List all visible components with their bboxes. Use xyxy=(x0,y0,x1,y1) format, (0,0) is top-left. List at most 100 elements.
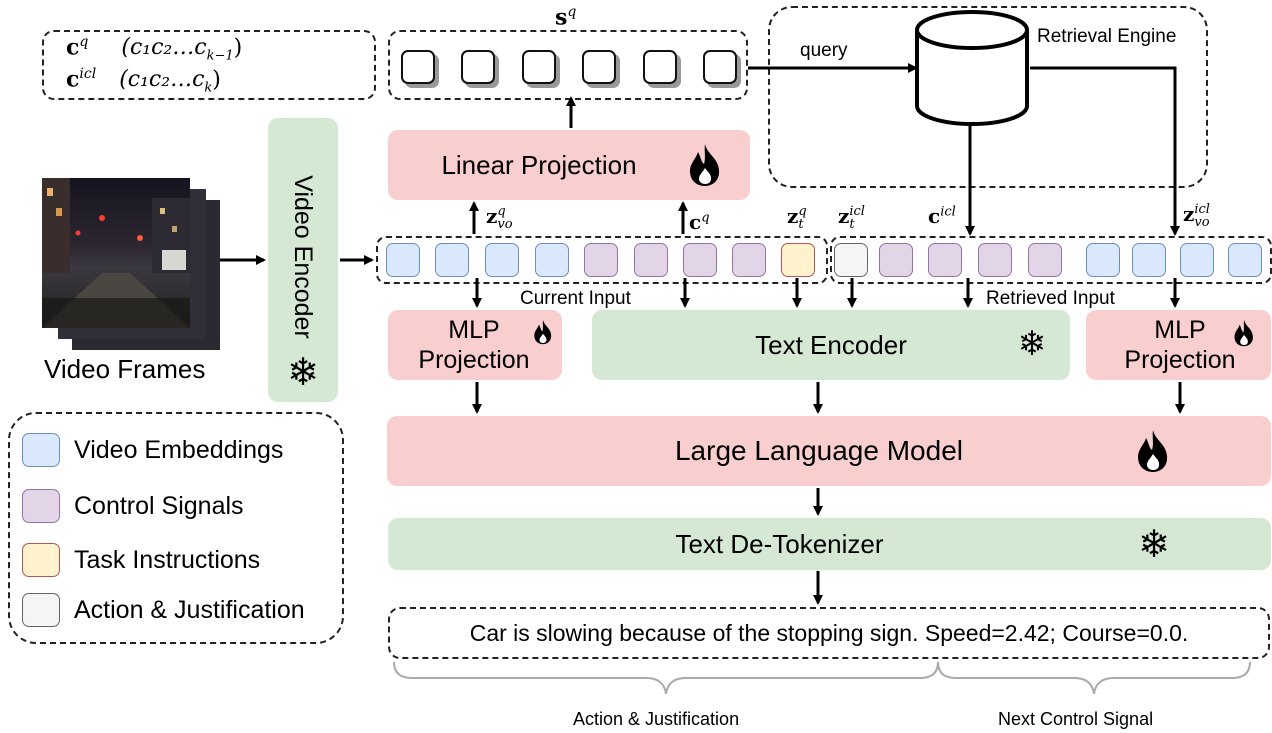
control-signal-token xyxy=(683,243,717,277)
video-embedding-token xyxy=(1180,243,1214,277)
control-signal-token xyxy=(879,243,913,277)
snowflake-icon: ❄ xyxy=(1017,325,1047,363)
zvo-q-symbol: z xyxy=(486,204,498,228)
zt-q-symbol: z xyxy=(787,204,799,228)
notation-cicl: cicl (c₁c₂…ck) xyxy=(66,66,221,96)
current-input-box xyxy=(376,236,828,284)
arrow-db-to-zvo-icl xyxy=(1030,66,1180,236)
cq-sequence-sub: k−1 xyxy=(206,48,234,64)
legend-swatch-task xyxy=(22,543,60,577)
zvo-icl-sub: vo xyxy=(1194,214,1210,230)
text-encoder-label: Text Encoder xyxy=(755,329,907,360)
legend-swatch-video xyxy=(22,433,60,467)
control-signal-token xyxy=(978,243,1012,277)
query-token xyxy=(461,50,495,84)
notation-cq: cq (c₁c₂…ck−1) xyxy=(66,34,243,64)
current-input-label: Current Input xyxy=(520,288,631,309)
video-embedding-token xyxy=(485,243,519,277)
cq-symbol: c xyxy=(66,34,80,61)
task-instruction-token xyxy=(781,243,815,277)
legend-label-action: Action & Justification xyxy=(74,596,305,624)
zvo-icl-symbol: z xyxy=(1183,202,1195,226)
cq-sup: q xyxy=(79,34,89,50)
zvo-icl-sup: icl xyxy=(1194,201,1210,217)
video-embedding-token xyxy=(535,243,569,277)
text-encoder: Text Encoder xyxy=(592,310,1070,380)
zt-q-sup: q xyxy=(798,203,807,219)
output-text: Car is slowing because of the stopping s… xyxy=(469,619,1189,646)
control-signal-token xyxy=(634,243,668,277)
control-signal-token xyxy=(1028,243,1062,277)
next-control-signal-brace xyxy=(937,661,1251,695)
snowflake-icon: ❄ xyxy=(287,351,319,394)
video-embedding-token xyxy=(1086,243,1120,277)
legend-swatch-action xyxy=(22,593,60,627)
legend-label-video: Video Embeddings xyxy=(74,436,284,464)
cicl-symbol: c xyxy=(66,66,80,93)
token-label-cicl: cicl xyxy=(928,204,956,228)
control-signal-token xyxy=(584,243,618,277)
zt-icl-symbol: z xyxy=(838,204,850,228)
legend-swatch-control xyxy=(22,489,60,523)
query-token xyxy=(401,50,435,84)
control-signal-token xyxy=(732,243,766,277)
retrieved-input-box xyxy=(830,236,1272,284)
zvo-q-sub: vo xyxy=(497,216,513,232)
output-box: Car is slowing because of the stopping s… xyxy=(388,607,1270,659)
video-embedding-token xyxy=(386,243,420,277)
linear-projection: Linear Projection xyxy=(388,130,750,200)
action-justification-token xyxy=(834,243,868,277)
brace-right-label: Next Control Signal xyxy=(998,709,1154,729)
query-label: query xyxy=(800,40,848,61)
retrieved-input-label: Retrieved Input xyxy=(986,288,1115,309)
linear-projection-label: Linear Projection xyxy=(441,149,637,180)
database-icon xyxy=(915,10,1029,126)
fire-icon xyxy=(690,144,720,186)
detokenizer-label: Text De-Tokenizer xyxy=(675,528,884,559)
sq-label: sq xyxy=(555,4,576,30)
cq-sequence: (c₁c₂…c xyxy=(121,35,207,61)
query-token xyxy=(643,50,677,84)
zt-icl-sup: icl xyxy=(849,203,865,219)
snowflake-icon: ❄ xyxy=(1138,523,1170,566)
cq-token-sup: q xyxy=(701,210,710,226)
mlp-projection-left xyxy=(388,310,562,380)
sq-symbol: s xyxy=(555,4,568,31)
cicl-sequence-sub: k xyxy=(204,80,213,96)
fire-icon xyxy=(534,319,552,345)
legend-label-control: Control Signals xyxy=(74,492,244,520)
query-token xyxy=(522,50,556,84)
video-embedding-token xyxy=(1228,243,1262,277)
llm-label: Large Language Model xyxy=(674,435,963,466)
video-encoder xyxy=(268,118,338,402)
cicl-token-sup: icl xyxy=(940,204,956,220)
mlp-projection-left-label: MLP Projection xyxy=(418,316,530,374)
query-token xyxy=(582,50,616,84)
fire-icon xyxy=(1138,430,1168,472)
legend-box xyxy=(8,412,344,644)
video-embedding-token xyxy=(435,243,469,277)
cicl-sup: icl xyxy=(79,66,97,82)
control-signal-token xyxy=(928,243,962,277)
fire-icon xyxy=(1234,319,1253,347)
zt-q-sub: t xyxy=(798,216,804,232)
cq-token-symbol: c xyxy=(689,210,702,234)
text-detokenizer: Text De-Tokenizer xyxy=(388,518,1271,570)
notation-box xyxy=(42,30,376,100)
action-justification-brace xyxy=(393,661,939,695)
retrieval-engine-label: Retrieval Engine xyxy=(1037,26,1177,47)
video-embedding-token xyxy=(1132,243,1166,277)
query-token xyxy=(703,50,737,84)
night-street-image xyxy=(42,178,190,328)
mlp-projection-right-label: MLP Projection xyxy=(1124,316,1236,374)
zt-icl-sub: t xyxy=(849,216,855,232)
video-frames-label: Video Frames xyxy=(44,354,206,384)
video-frame-front xyxy=(42,178,190,328)
retrieval-engine-box xyxy=(768,6,1208,188)
legend-label-task: Task Instructions xyxy=(74,546,261,574)
cicl-sequence: (c₁c₂…c xyxy=(119,67,205,93)
